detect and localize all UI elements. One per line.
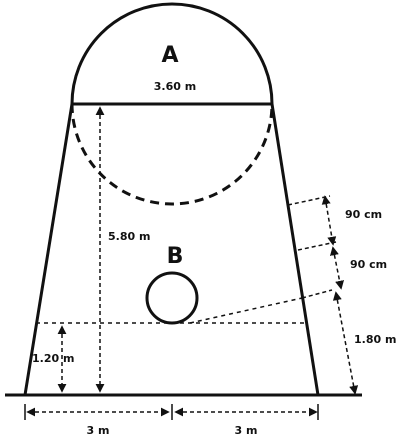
seg-mid-label: 90 cm xyxy=(350,258,387,271)
seg-bottom-label: 1.80 m xyxy=(354,333,396,346)
zone-a-semicircle xyxy=(70,2,274,105)
left-side-line xyxy=(23,103,74,396)
width-a-label: 3.60 m xyxy=(154,80,196,93)
seg-top-arrow xyxy=(321,195,337,246)
tick-mid xyxy=(297,241,337,251)
half-left-label: 3 m xyxy=(87,424,110,437)
zone-b-circle xyxy=(145,271,199,325)
height-total-label: 5.80 m xyxy=(108,230,150,243)
zone-b-label: B xyxy=(167,244,184,269)
zone-a-label: A xyxy=(161,43,178,68)
half-right-label: 3 m xyxy=(235,424,258,437)
dashed-semicircle xyxy=(70,103,274,206)
tick-top xyxy=(287,195,331,206)
right-side-line xyxy=(270,103,320,396)
seg-top-label: 90 cm xyxy=(345,208,382,221)
seg-bottom-arrow xyxy=(332,291,359,395)
seg-mid-arrow xyxy=(329,246,345,290)
tick-low xyxy=(301,289,333,299)
height-line-label: 1.20 m xyxy=(32,352,74,365)
dashed-b-line xyxy=(189,297,303,324)
